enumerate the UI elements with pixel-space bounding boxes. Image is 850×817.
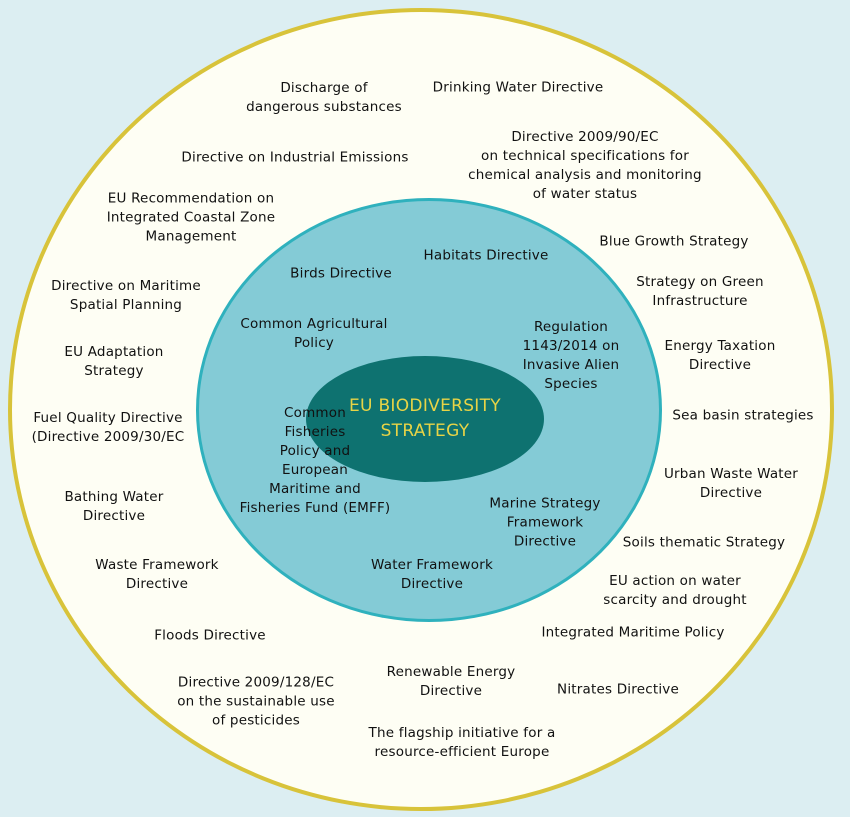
inner_ring-label-line: Marine Strategy <box>489 495 601 512</box>
inner_ring-label-line: 1143/2014 on <box>522 338 620 354</box>
outer_ring-label: EU Recommendation on Integrated Coastal Z… <box>107 190 276 247</box>
inner_ring-label-line: Maritime and <box>269 481 361 497</box>
outer_ring-label-line: Strategy on Green <box>636 274 764 290</box>
outer_ring-label-line: Directive <box>688 357 752 373</box>
outer_ring-label-line: Strategy <box>84 363 144 379</box>
outer_ring-label-line: on the sustainable use <box>177 693 335 710</box>
outer_ring-label-line: Fuel Quality Directive <box>33 410 183 426</box>
outer_ring-label-line: Directive <box>419 683 483 699</box>
inner_ring-label-line: Regulation <box>533 319 609 335</box>
inner_ring-label-line: Common Agricultural <box>240 316 388 332</box>
outer_ring-label-line: Directive 2009/128/EC <box>177 674 335 691</box>
inner_ring-label-line: Framework <box>506 514 584 531</box>
outer_ring-label: Drinking Water Directive <box>433 79 604 98</box>
outer_ring-label-line: Directive <box>699 485 763 501</box>
outer_ring-label-line: on technical specifications for <box>481 148 689 164</box>
outer_ring-label: Nitrates Directive <box>557 681 679 700</box>
inner_ring-label-line: European <box>282 462 348 478</box>
center-title-line: EU BIODIVERSITY <box>348 396 501 416</box>
outer_ring-label: Sea basin strategies <box>672 407 813 426</box>
outer_ring-label: Soils thematic Strategy <box>623 534 785 553</box>
inner_ring-label-line: Policy <box>293 335 335 351</box>
outer_ring-label: Fuel Quality Directive (Directive 2009/30… <box>32 409 185 447</box>
outer_ring-label-line: of water status <box>532 186 638 202</box>
outer_ring-label-line: EU Adaptation <box>64 344 164 360</box>
outer_ring-label-line: Directive 2009/90/EC <box>511 129 659 145</box>
outer_ring-label-line: Management <box>145 228 237 245</box>
outer_ring-label: Discharge of dangerous substances <box>246 79 402 117</box>
outer_ring-label-line: Drinking Water Directive <box>432 79 604 96</box>
inner_ring-label-line: Habitats Directive <box>423 247 549 264</box>
outer_ring-label: EU action on water scarcity and drought <box>603 572 746 610</box>
center-ellipse <box>306 356 544 482</box>
outer_ring-label-line: Renewable Energy <box>386 664 516 680</box>
center-title: EU BIODIVERSITY STRATEGY <box>306 356 544 482</box>
outer_ring-label-line: scarcity and drought <box>603 592 747 608</box>
outer_ring-label-line: Nitrates Directive <box>557 681 679 698</box>
outer_ring-label-line: The flagship initiative for a <box>368 725 556 741</box>
outer_ring-label-line: Directive on Maritime <box>51 278 201 294</box>
outer_ring-label: Directive 2009/128/EC on the sustainable … <box>177 674 335 731</box>
inner_ring-label-line: Water Framework <box>371 557 493 573</box>
inner_ring-label-line: Birds Directive <box>290 265 392 282</box>
outer_ring-label-line: Spatial Planning <box>69 297 183 313</box>
center-title-line: STRATEGY <box>380 421 470 441</box>
outer_ring-label-line: Directive <box>82 508 146 524</box>
outer_ring-label-line: of pesticides <box>212 712 300 729</box>
inner_ring-label-line: Policy and <box>279 443 351 459</box>
outer_ring-label: The flagship initiative for a resource-ef… <box>369 724 556 762</box>
outer_ring-label-line: Infrastructure <box>652 293 748 309</box>
inner_ring-label-line: Species <box>544 376 598 392</box>
outer_ring-label-line: Soils thematic Strategy <box>622 534 786 551</box>
outer_ring-label: Blue Growth Strategy <box>599 233 748 252</box>
outer_ring-label-line: EU action on water <box>609 573 741 589</box>
outer_ring-label-line: Bathing Water <box>64 489 164 505</box>
outer_ring-label-line: resource-efficient Europe <box>374 744 550 760</box>
outer_ring-label-line: Integrated Coastal Zone <box>106 209 276 226</box>
outer_ring-label-line: Integrated Maritime Policy <box>541 624 725 641</box>
outer_ring-label-line: Energy Taxation <box>664 338 776 354</box>
outer_ring-label: Integrated Maritime Policy <box>541 624 724 643</box>
outer_ring-label: Directive on Industrial Emissions <box>181 149 408 168</box>
inner_ring-label-line: Fisheries <box>284 424 346 440</box>
outer_ring-label-line: dangerous substances <box>246 99 402 115</box>
outer_ring-label-line: Sea basin strategies <box>672 407 814 424</box>
outer_ring-label-line: EU Recommendation on <box>107 190 275 207</box>
outer_ring-label-line: Discharge of <box>280 80 368 96</box>
outer_ring-label-line: Directive on Industrial Emissions <box>181 149 409 166</box>
outer_ring-label-line: chemical analysis and monitoring <box>468 167 702 183</box>
inner_ring-label: Birds Directive <box>290 265 392 284</box>
outer_ring-label-line: Waste Framework <box>95 557 219 573</box>
outer_ring-label-line: Floods Directive <box>154 627 266 644</box>
inner_ring-label-line: Directive <box>400 576 464 592</box>
outer_ring-label: Directive 2009/90/EC on technical specifi… <box>468 128 702 204</box>
inner_ring-label-line: Fisheries Fund (EMFF) <box>239 500 391 516</box>
inner_ring-label-line: Invasive Alien <box>522 357 620 373</box>
inner_ring-label-line: Common <box>283 405 346 421</box>
inner_ring-label: Habitats Directive <box>424 247 549 266</box>
outer_ring-label-line: Directive <box>125 576 189 592</box>
outer_ring-label: Floods Directive <box>154 627 266 646</box>
outer_ring-label-line: Urban Waste Water <box>663 466 799 482</box>
outer_ring-label-line: Blue Growth Strategy <box>599 233 749 250</box>
inner_ring-label-line: Directive <box>513 533 577 550</box>
outer_ring-label-line: (Directive 2009/30/EC <box>31 429 185 445</box>
